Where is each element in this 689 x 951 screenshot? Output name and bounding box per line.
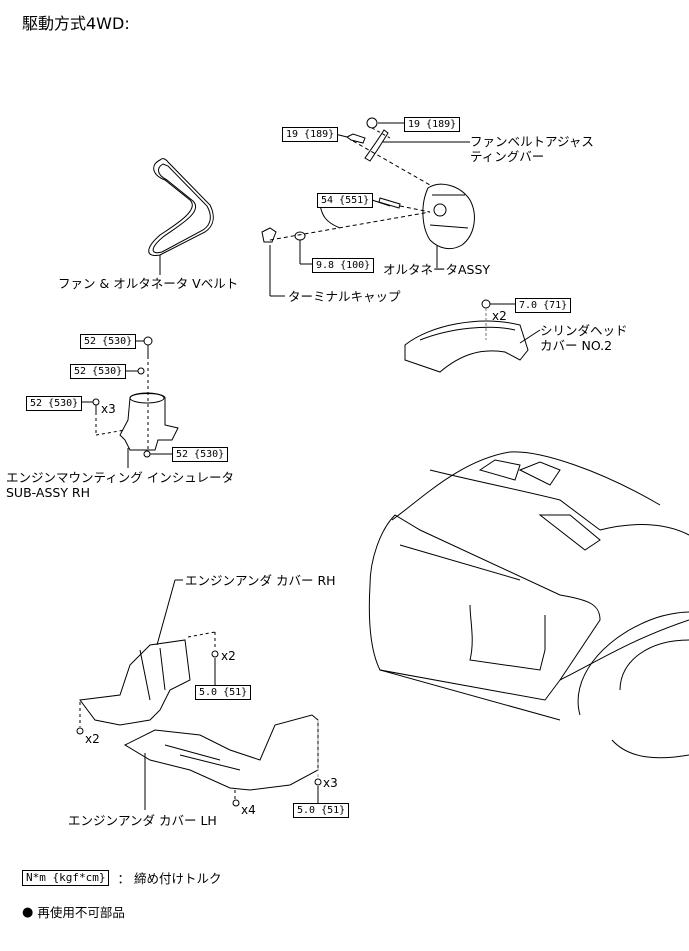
torque-alt-bolt: 54 {551}: [317, 193, 374, 208]
torque-under-lh: 5.0 {51}: [293, 803, 350, 818]
torque-mount-bottom: 52 {530}: [172, 447, 229, 462]
under-rh-leader: [156, 579, 176, 646]
torque-adj-top: 19 {189}: [404, 117, 461, 132]
label-engine-mount-line2: SUB-ASSY RH: [6, 485, 91, 500]
engine-mount-drawing: [92, 336, 179, 458]
legend-non-reusable: ● 再使用不可部品: [22, 905, 125, 920]
legend-torque: N*m {kgf*cm} ： 締め付けトルク: [22, 870, 221, 886]
car-front-drawing: [368, 451, 689, 759]
qty-under-lh-bottom: x4: [241, 803, 256, 817]
qty-under-lh-right: x3: [323, 776, 338, 790]
head-cover-leader: [519, 329, 541, 344]
legend-torque-desc: ： 締め付けトルク: [117, 870, 222, 886]
torque-mount-side: 52 {530}: [26, 396, 83, 411]
label-adjusting-bar-line2: ティングバー: [470, 149, 545, 164]
qty-under-rh-left: x2: [85, 732, 100, 746]
label-under-cover-rh: エンジンアンダ カバー RH: [185, 573, 336, 588]
adjusting-bar-drawing: [346, 117, 389, 162]
under-cover-lh-drawing: [123, 714, 319, 791]
label-head-cover-line1: シリンダヘッド: [540, 323, 628, 338]
alternator-drawing: [422, 183, 475, 250]
label-adjusting-bar: ファンベルトアジャス ティングバー: [470, 134, 594, 164]
torque-terminal-nut: 9.8 {100}: [312, 258, 375, 273]
torque-under-rh: 5.0 {51}: [195, 685, 252, 700]
label-terminal-cap: ターミナルキャップ: [288, 289, 401, 304]
torque-head-cover: 7.0 {71}: [515, 298, 572, 313]
label-adjusting-bar-line1: ファンベルトアジャス: [470, 134, 594, 149]
label-engine-mount-line1: エンジンマウンティング インシュレータ: [6, 470, 234, 485]
legend-non-reusable-desc: 再使用不可部品: [37, 905, 125, 920]
qty-under-rh-top: x2: [221, 649, 236, 663]
label-cylinder-head-cover: シリンダヘッド カバー NO.2: [540, 323, 628, 353]
label-v-belt: ファン & オルタネータ Vベルト: [58, 276, 239, 291]
label-alternator: オルタネータASSY: [383, 262, 491, 277]
label-engine-mount: エンジンマウンティング インシュレータ SUB-ASSY RH: [6, 470, 234, 500]
label-head-cover-line2: カバー NO.2: [540, 338, 613, 353]
page-title: 駆動方式4WD:: [22, 14, 130, 33]
terminal-cap-drawing: [261, 227, 277, 243]
torque-mount-nut: 52 {530}: [70, 364, 127, 379]
qty-head-cover: x2: [492, 309, 507, 323]
torque-mount-top: 52 {530}: [80, 334, 137, 349]
legend-torque-unit: N*m {kgf*cm}: [22, 870, 110, 886]
under-cover-rh-drawing: [79, 639, 191, 726]
torque-adj-left: 19 {189}: [282, 127, 339, 142]
non-reusable-bullet-icon: ●: [22, 905, 34, 920]
v-belt-drawing: [148, 158, 214, 257]
cylinder-head-cover-drawing: [404, 299, 529, 373]
qty-mount-side: x3: [101, 402, 116, 416]
label-under-cover-lh: エンジンアンダ カバー LH: [68, 813, 217, 828]
